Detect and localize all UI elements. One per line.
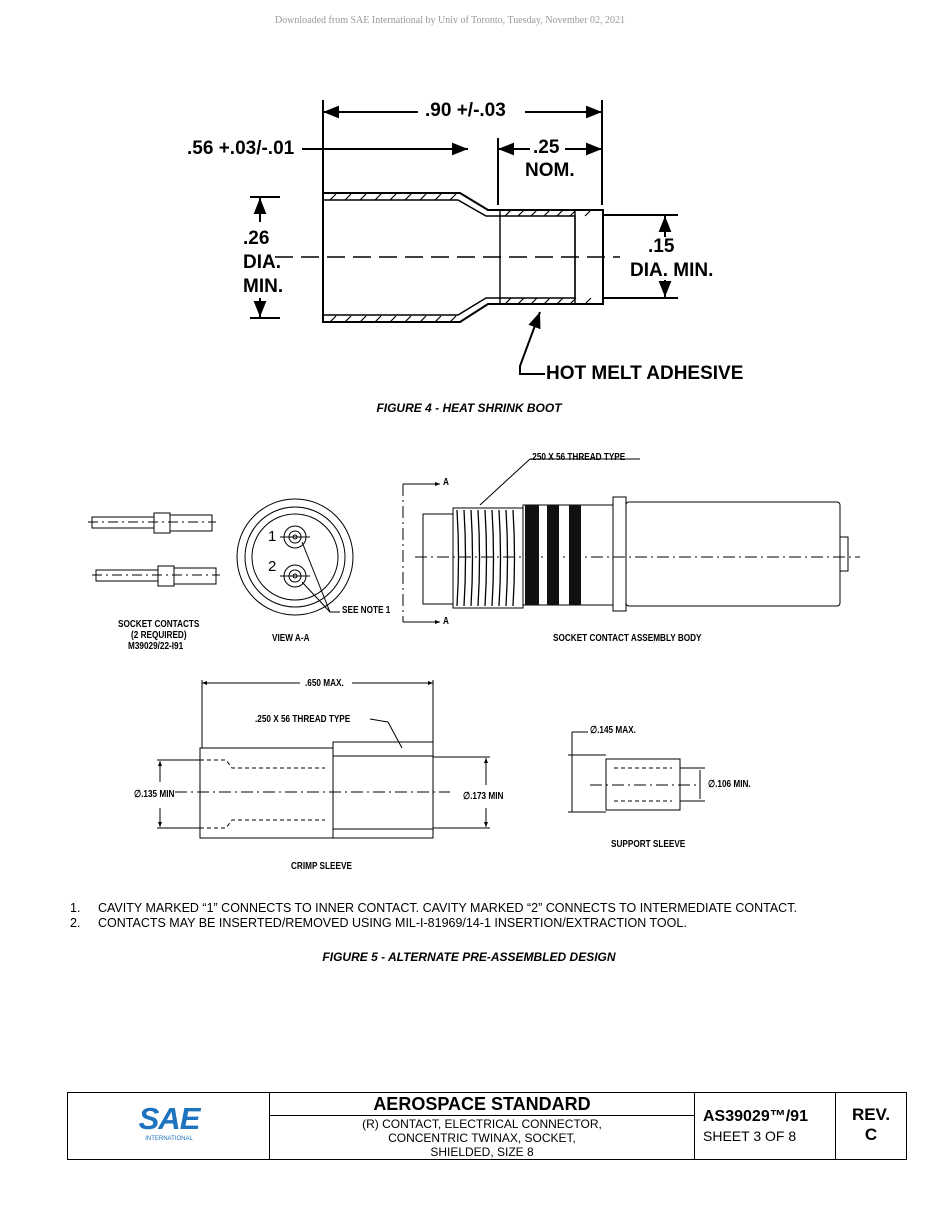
socket-contacts-line1: SOCKET CONTACTS	[118, 619, 200, 630]
doc-number: AS39029™/91	[703, 1108, 808, 1125]
note-item: 1. CAVITY MARKED “1” CONNECTS TO INNER C…	[70, 901, 797, 916]
dim-dia-label2: MIN.	[243, 276, 284, 297]
note-number: 1.	[70, 901, 81, 915]
sae-logo: SAE	[138, 1101, 201, 1136]
sheet-number: SHEET 3 OF 8	[703, 1128, 797, 1144]
standard-description: (R) CONTACT, ELECTRICAL CONNECTOR, CONCE…	[270, 1117, 694, 1159]
desc-line-3: SHIELDED, SIZE 8	[430, 1145, 534, 1159]
desc-line-1: (R) CONTACT, ELECTRICAL CONNECTOR,	[362, 1117, 602, 1131]
dim-dia-label1: DIA.	[243, 252, 281, 273]
sae-logo-subtext: INTERNATIONAL	[145, 1136, 193, 1142]
socket-contacts-line2: (2 REQUIRED)	[131, 630, 187, 641]
crimp-dia-left: ∅.135 MIN	[134, 789, 175, 800]
download-header: Downloaded from SAE International by Uni…	[274, 15, 626, 26]
note-number: 2.	[70, 915, 81, 930]
crimp-max-label: .650 MAX.	[305, 678, 344, 689]
cavity-1-label: 1	[268, 528, 277, 545]
dim-small-value: .15	[648, 236, 675, 257]
figure-5-caption: FIGURE 5 - ALTERNATE PRE-ASSEMBLED DESIG…	[322, 950, 616, 964]
description-cell: AEROSPACE STANDARD (R) CONTACT, ELECTRIC…	[270, 1093, 695, 1159]
see-note-label: SEE NOTE 1	[342, 605, 391, 616]
dim-nom-label: NOM.	[525, 160, 575, 181]
rev-cell: REV. C	[836, 1093, 906, 1159]
thread-label-top: .250 X 56 THREAD TYPE	[530, 452, 626, 463]
desc-line-2: CONCENTRIC TWINAX, SOCKET,	[388, 1131, 576, 1145]
crimp-thread-label: .250 X 56 THREAD TYPE	[255, 714, 351, 725]
assembly-label: SOCKET CONTACT ASSEMBLY BODY	[553, 633, 702, 644]
doc-number-cell: AS39029™/91 SHEET 3 OF 8	[695, 1093, 836, 1159]
adhesive-label: HOT MELT ADHESIVE	[546, 363, 744, 384]
note-text: CONTACTS MAY BE INSERTED/REMOVED USING M…	[98, 915, 687, 930]
socket-contact-2	[92, 565, 220, 587]
dim-dia-value: .26	[243, 228, 270, 249]
figure-4-caption: FIGURE 4 - HEAT SHRINK BOOT	[376, 401, 562, 415]
dim-overall: .90 +/-.03	[425, 100, 506, 121]
view-label: VIEW A-A	[272, 633, 310, 644]
socket-contact-1	[88, 512, 216, 534]
crimp-label: CRIMP SLEEVE	[291, 861, 352, 872]
cavity-2-label: 2	[268, 558, 277, 575]
support-max-label: ∅.145 MAX.	[590, 725, 636, 736]
crimp-dia-right: ∅.173 MIN	[463, 791, 504, 802]
logo-cell: SAE INTERNATIONAL	[68, 1093, 270, 1159]
dim-small-label: DIA. MIN.	[630, 260, 714, 281]
rev-label: REV.	[851, 1105, 891, 1124]
title-block: SAE INTERNATIONAL AEROSPACE STANDARD (R)…	[67, 1092, 907, 1160]
support-label: SUPPORT SLEEVE	[611, 839, 686, 850]
rev-value: C	[864, 1125, 878, 1144]
support-min-label: ∅.106 MIN.	[708, 779, 751, 790]
dim-nom-value: .25	[533, 137, 560, 158]
section-label-bottom: A	[443, 616, 449, 627]
section-label-top: A	[443, 477, 449, 488]
note-text: CAVITY MARKED “1” CONNECTS TO INNER CONT…	[98, 901, 797, 915]
dim-large: .56 +.03/-.01	[187, 138, 295, 159]
socket-contacts-line3: M39029/22-I91	[128, 641, 184, 652]
notes-list: 1. CAVITY MARKED “1” CONNECTS TO INNER C…	[70, 901, 797, 930]
standard-title: AEROSPACE STANDARD	[270, 1093, 694, 1116]
note-item: 2. CONTACTS MAY BE INSERTED/REMOVED USIN…	[70, 916, 797, 931]
